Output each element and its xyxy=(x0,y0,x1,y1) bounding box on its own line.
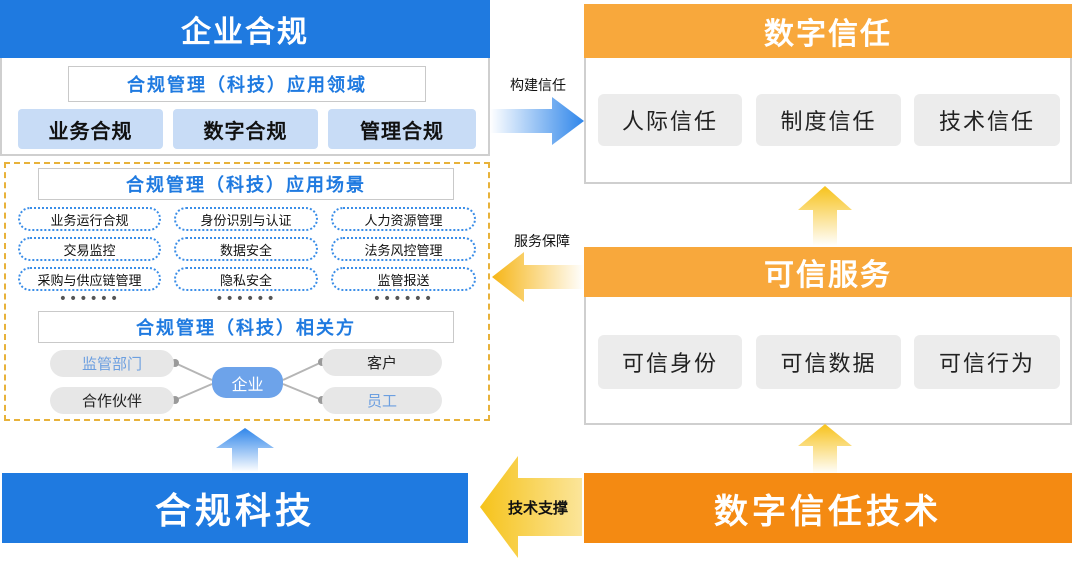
stakeholder-regulator: 监管部门 xyxy=(50,350,174,377)
scene-item: 数据安全 xyxy=(174,237,318,261)
trust-interpersonal: 人际信任 xyxy=(598,94,742,146)
trust-technical: 技术信任 xyxy=(914,94,1060,146)
right-arrow-blue xyxy=(490,97,584,145)
scene-item: 监管报送 xyxy=(331,267,476,291)
stakeholder-partner: 合作伙伴 xyxy=(50,387,174,414)
digital-trust-header: 数字信任 xyxy=(584,4,1072,58)
tech-support-label: 技术支撑 xyxy=(507,498,568,517)
digital-trust-tech-box: 数字信任技术 xyxy=(584,473,1072,543)
ellipsis: •••••• xyxy=(215,291,277,307)
scene-item: 法务风控管理 xyxy=(331,237,476,261)
scene-item: 身份识别与认证 xyxy=(174,207,318,231)
domain-digital-compliance: 数字合规 xyxy=(173,109,318,149)
service-trusted-identity: 可信身份 xyxy=(598,335,742,389)
up-arrow-yellow-bottom xyxy=(798,424,852,474)
compliance-tech-box: 合规科技 xyxy=(2,473,468,543)
scenes-parties-frame xyxy=(4,162,490,421)
build-trust-label: 构建信任 xyxy=(510,78,566,94)
scenes-title: 合规管理（科技）应用场景 xyxy=(38,168,454,200)
domain-management-compliance: 管理合规 xyxy=(328,109,476,149)
left-arrow-orange xyxy=(492,252,584,302)
enterprise-compliance-header: 企业合规 xyxy=(0,0,490,58)
scene-item: 人力资源管理 xyxy=(331,207,476,231)
stakeholder-enterprise: 企业 xyxy=(212,367,283,398)
scene-item: 隐私安全 xyxy=(174,267,318,291)
scene-item: 业务运行合规 xyxy=(18,207,161,231)
trust-institutional: 制度信任 xyxy=(756,94,901,146)
service-trusted-data: 可信数据 xyxy=(756,335,901,389)
up-arrow-yellow-top xyxy=(798,186,852,246)
service-trusted-behavior: 可信行为 xyxy=(914,335,1060,389)
parties-title: 合规管理（科技）相关方 xyxy=(38,311,454,343)
ellipsis: •••••• xyxy=(372,291,435,307)
ellipsis: •••••• xyxy=(58,291,121,307)
service-guarantee-label: 服务保障 xyxy=(514,234,570,250)
left-arrow-tech-support xyxy=(480,456,582,558)
domain-business-compliance: 业务合规 xyxy=(18,109,163,149)
stakeholder-employee: 员工 xyxy=(322,387,442,414)
trusted-service-header: 可信服务 xyxy=(584,247,1072,297)
stakeholder-customer: 客户 xyxy=(322,349,442,376)
scene-item: 采购与供应链管理 xyxy=(18,267,161,291)
scene-item: 交易监控 xyxy=(18,237,161,261)
up-arrow-blue xyxy=(216,428,274,472)
domains-title: 合规管理（科技）应用领域 xyxy=(68,66,426,102)
